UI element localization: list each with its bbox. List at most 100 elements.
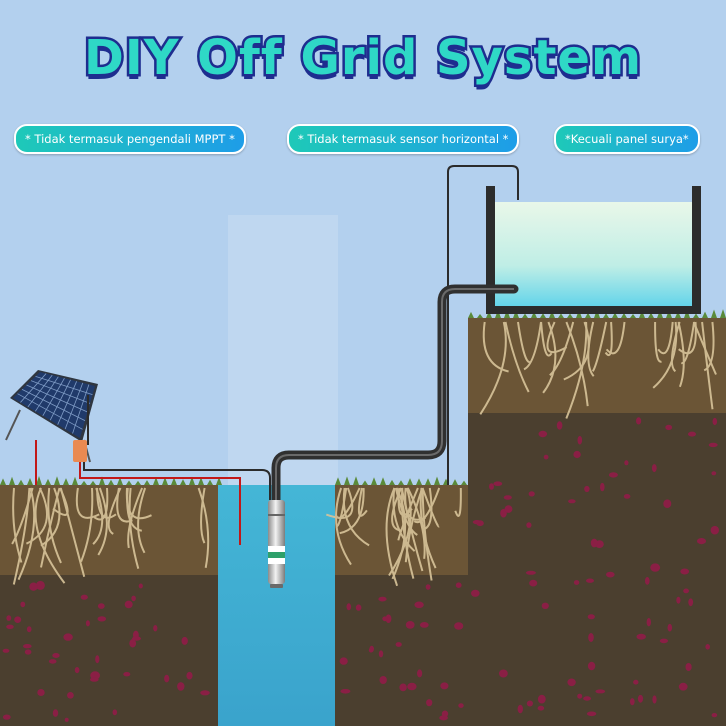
badge-no-level-sensor: * Tidak termasuk sensor horizontal * <box>287 124 520 154</box>
root-strand <box>17 487 36 581</box>
soil-speck <box>577 435 583 445</box>
root-strand <box>200 487 206 544</box>
panel-cell-line <box>17 393 83 430</box>
soil-speck <box>472 520 481 525</box>
root-strand <box>47 487 62 564</box>
soil-speck <box>489 483 494 490</box>
grass-tuft <box>198 477 204 485</box>
root-strand <box>482 321 509 373</box>
root-strand <box>325 487 354 519</box>
root-strand <box>385 487 399 587</box>
soil-speck <box>659 638 669 644</box>
soil-speck <box>711 471 717 476</box>
soil-speck <box>652 695 657 704</box>
soil-speck <box>685 663 692 671</box>
soil-speck <box>500 508 507 518</box>
root-strand <box>342 487 370 547</box>
soil-speck <box>680 568 690 575</box>
pump-cable-red <box>79 460 241 545</box>
soil-speck <box>678 682 688 691</box>
soil-speck <box>124 600 133 609</box>
root-strand <box>546 321 568 354</box>
grass-tuft <box>416 478 422 485</box>
light-beam <box>228 215 338 485</box>
grass-tuft <box>711 309 717 318</box>
grass-tuft <box>549 311 555 318</box>
grass-tuft <box>702 311 708 318</box>
soil-speck <box>368 647 374 653</box>
grass-tuft <box>362 480 368 485</box>
soil-speck <box>568 499 576 504</box>
grass-tuft <box>477 313 483 318</box>
root-strand <box>587 321 595 377</box>
soil-speck <box>426 699 433 707</box>
soil-speck <box>2 648 10 653</box>
grass-tuft <box>36 476 42 485</box>
grass-tuft <box>585 312 591 318</box>
soil-speck <box>339 657 348 665</box>
page-title: DIY Off Grid System <box>82 28 644 89</box>
panel-cell-line <box>27 374 53 408</box>
soil-speck <box>440 682 449 690</box>
soil-speck <box>164 674 170 683</box>
root-strand <box>652 321 678 389</box>
grass-tuft <box>461 480 467 485</box>
soil-speck <box>52 653 60 658</box>
pump-cable-black <box>83 460 271 500</box>
root-strand <box>394 487 418 536</box>
soil-speck <box>650 563 661 572</box>
soil-speck <box>26 626 32 633</box>
soil-speck <box>606 571 615 578</box>
root-strand <box>128 487 140 569</box>
grass-tuft <box>144 480 150 485</box>
soil-speck <box>378 650 384 658</box>
root-strand <box>11 487 34 545</box>
soil-speck <box>683 588 689 594</box>
soil-speck <box>455 582 462 588</box>
soil-speck <box>587 661 596 671</box>
soil-speck <box>138 583 143 589</box>
root-strand <box>421 487 440 528</box>
root-strand <box>75 487 100 519</box>
grass <box>0 309 726 485</box>
soil-speck <box>586 711 597 717</box>
soil-speck <box>646 618 651 627</box>
left-ground <box>0 485 218 726</box>
grass-tuft <box>135 480 141 485</box>
soil-speck <box>688 598 694 607</box>
grass-tuft <box>720 309 726 318</box>
grass-tuft <box>344 476 350 485</box>
root-strand <box>670 321 681 373</box>
soil-speck <box>584 485 590 493</box>
soil-speck <box>52 709 59 717</box>
grass-tuft <box>72 476 78 485</box>
grass-tuft <box>380 477 386 485</box>
soil-speck <box>67 692 74 699</box>
grass-tuft <box>99 476 105 485</box>
grass-tuft <box>162 477 168 485</box>
grass-tuft <box>153 477 159 485</box>
grass-tuft <box>171 477 177 485</box>
grass-tuft <box>612 312 618 318</box>
grass-tuft <box>522 313 528 318</box>
grass-tuft <box>9 476 15 485</box>
root-strand <box>517 321 531 363</box>
panel-cell-line <box>49 379 71 421</box>
soil-speck <box>458 703 464 708</box>
soil-speck <box>74 667 80 674</box>
grass-tuft <box>108 479 114 485</box>
soil-speck <box>645 577 650 585</box>
grass-tuft <box>648 312 654 318</box>
soil-speck <box>636 417 642 425</box>
soil-speck <box>14 616 22 623</box>
root-strand <box>52 487 69 516</box>
soil-speck <box>64 717 69 722</box>
grass-tuft <box>117 477 123 485</box>
soil-speck <box>636 633 646 640</box>
panel-cell-line <box>35 375 93 396</box>
soil-speck <box>573 450 581 459</box>
soil-speck <box>538 430 548 438</box>
soil-speck <box>651 464 657 473</box>
root-strand <box>404 487 424 563</box>
